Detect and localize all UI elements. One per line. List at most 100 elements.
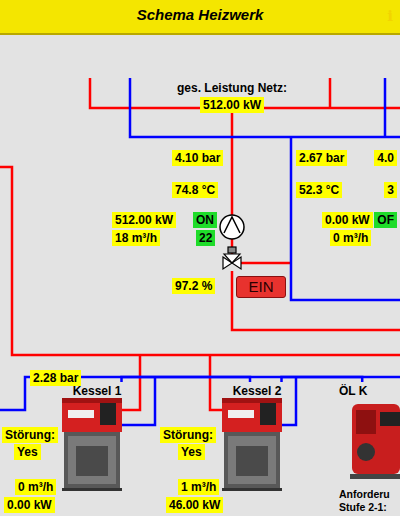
value-text: 0.00 kW (7, 498, 52, 512)
mixing-valve-symbol (223, 247, 241, 269)
supply-pipes (0, 167, 400, 355)
fault-value: Yes (178, 444, 205, 460)
flow-value: 0 m³/h (330, 230, 371, 246)
return-pipes (130, 78, 400, 137)
boiler-unit: Kessel 2 (222, 382, 292, 490)
boiler-unit: Kessel 1 (62, 382, 132, 490)
temperature-value: 52.3 °C (296, 182, 342, 198)
pressure-value: 2.67 bar (296, 150, 347, 166)
oil-boiler-illustration (352, 404, 400, 474)
value-text: 0.00 kW (325, 213, 370, 227)
boiler-illustration (228, 436, 276, 484)
boiler-illustration (64, 432, 120, 488)
value-text: 0 m³/h (18, 480, 53, 494)
flow-value: 18 m³/h (112, 230, 160, 246)
valve-position-value: 97.2 % (172, 278, 215, 294)
value-text: 0 m³/h (333, 231, 368, 245)
flow-value: 1 m³/h (178, 479, 219, 495)
return-pipe-connector (122, 377, 251, 382)
info-icon-text: i (378, 7, 400, 25)
pump-symbol (220, 215, 244, 239)
total-power-readout: ges. Leistung Netz: 512.00 kW (177, 81, 287, 113)
value-text: 2.67 bar (299, 151, 344, 165)
flow-value: 0 m³/h (15, 479, 56, 495)
value-text: EIN (237, 279, 285, 295)
value-text: 52.3 °C (299, 183, 339, 197)
oil-boiler-unit: ÖL K Anforderu Stufe 2-1: (339, 382, 397, 514)
boiler-illustration (62, 398, 122, 432)
pressure-value: 4.10 bar (172, 150, 223, 166)
value-text: 4.10 bar (175, 151, 220, 165)
power-value: 0.00 kW (4, 497, 55, 513)
temperature-value: 3 (384, 182, 397, 198)
supply-pipes (210, 355, 222, 410)
supply-pipes (122, 355, 140, 410)
sub-text: Anforderu Stufe 2-1: (339, 488, 397, 514)
mixing-valve-symbol (224, 254, 240, 263)
value-text: Yes (181, 445, 202, 459)
supply-pipes (0, 78, 400, 410)
boiler-illustration (224, 432, 280, 488)
value-text: ÖL K (339, 382, 397, 398)
oil-boiler-illustration (356, 410, 376, 434)
oil-boiler-illustration (350, 474, 400, 479)
boiler-illustration (236, 446, 268, 476)
boiler-illustration (222, 488, 282, 491)
value-text: 97.2 % (175, 279, 212, 293)
status-indicator: ON (193, 212, 217, 228)
value-text: Kessel 1 (62, 382, 132, 398)
return-pipe-connector (282, 377, 363, 382)
supply-pipes (232, 108, 400, 330)
value-text: 46.00 kW (169, 498, 220, 512)
value-text: 22 (199, 231, 212, 245)
return-pipes (291, 137, 400, 300)
return-pipes (282, 377, 296, 425)
boiler-illustration (62, 488, 122, 491)
value-text: 2.28 bar (33, 371, 78, 385)
boiler-illustration (68, 410, 94, 418)
boiler-illustration (222, 398, 282, 403)
return-pipes (0, 78, 400, 425)
boiler-illustration (222, 398, 282, 491)
value-text: OF (377, 213, 394, 227)
boiler-illustration (76, 446, 108, 476)
oil-boiler-illustration (380, 412, 400, 426)
value-text: 18 m³/h (115, 231, 157, 245)
oil-boiler-illustration (357, 443, 375, 461)
power-value: 512.00 kW (112, 212, 176, 228)
value-text: ges. Leistung Netz: (177, 81, 287, 95)
sub-text: 512.00 kW (200, 97, 264, 113)
oil-boiler-illustration (350, 404, 400, 479)
switch-button: EIN (236, 276, 286, 298)
boiler-illustration (62, 398, 122, 403)
boiler-illustration (260, 403, 276, 425)
pressure-value: 2.28 bar (30, 370, 81, 386)
mixing-valve-symbol (228, 247, 236, 253)
boiler-illustration (68, 436, 116, 484)
status-indicator: OF (374, 212, 397, 228)
boiler-illustration (228, 410, 254, 418)
value-text: ON (196, 213, 214, 227)
power-value: 46.00 kW (166, 497, 223, 513)
pump-symbol (220, 215, 244, 239)
pump-speed-indicator: 22 (196, 230, 215, 246)
supply-pipes (240, 262, 291, 265)
value-text: 4.0 (377, 151, 394, 165)
pressure-value: 4.0 (374, 150, 397, 166)
boiler-illustration (100, 403, 116, 425)
return-pipes (122, 377, 155, 425)
value-text: Kessel 2 (222, 382, 292, 398)
fault-label: Störung: (2, 427, 58, 443)
screen-title: Schema Heizwerk (0, 6, 400, 23)
value-text: 1 m³/h (181, 480, 216, 494)
power-value: 0.00 kW (322, 212, 373, 228)
fault-value: Yes (14, 444, 41, 460)
value-text: Störung: (163, 428, 213, 442)
pump-symbol (224, 217, 240, 233)
fault-label: Störung: (160, 427, 216, 443)
temperature-value: 74.8 °C (172, 182, 218, 198)
boiler-illustration (62, 398, 122, 491)
value-text: 74.8 °C (175, 183, 215, 197)
value-text: 512.00 kW (115, 213, 173, 227)
